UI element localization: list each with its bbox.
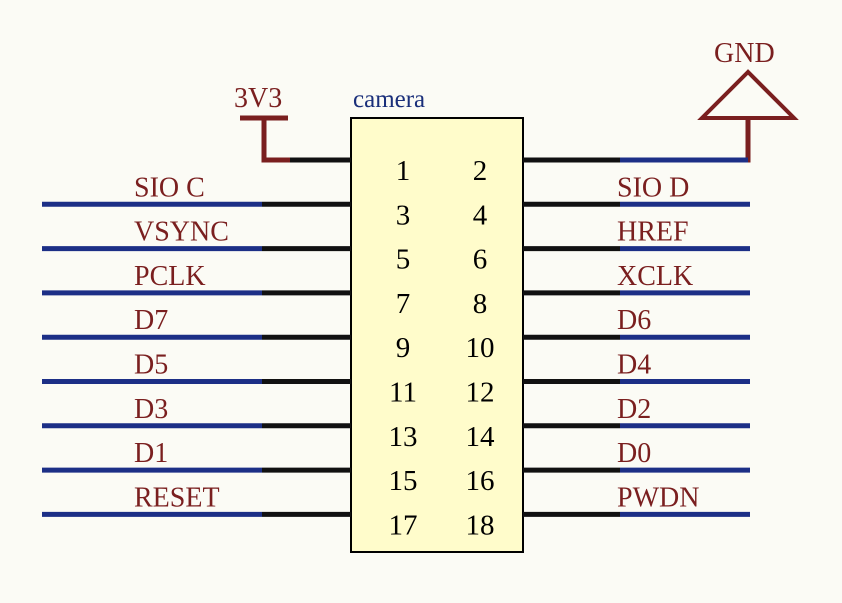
left-pin-number: 7 xyxy=(396,288,411,320)
ground-symbol: GND xyxy=(523,38,799,163)
right-pin-number: 14 xyxy=(466,421,496,453)
component-name: camera xyxy=(353,86,425,113)
left-net-label: SIO C xyxy=(134,172,205,203)
power-3v3-wire xyxy=(261,118,351,163)
right-pin-number: 6 xyxy=(473,244,488,276)
ground-label: GND xyxy=(714,38,775,69)
right-pin-number: 12 xyxy=(466,377,495,409)
left-net-label: D3 xyxy=(134,394,168,425)
left-pin-number: 11 xyxy=(389,377,417,409)
ground-wire xyxy=(523,118,751,163)
right-net-label: SIO D xyxy=(617,172,689,203)
left-net-label: D7 xyxy=(134,305,168,336)
left-pin-number: 13 xyxy=(389,421,418,453)
left-pin-number: 5 xyxy=(396,244,411,276)
left-pin-number: 9 xyxy=(396,332,411,364)
left-net-label: PCLK xyxy=(134,261,206,292)
right-pin-number: 10 xyxy=(466,332,495,364)
right-pin-number: 8 xyxy=(473,288,488,320)
right-pin-number: 16 xyxy=(466,465,495,497)
left-pin-number: 17 xyxy=(389,509,418,541)
right-net-label: D2 xyxy=(617,394,651,425)
left-net-label: D5 xyxy=(134,350,168,381)
left-net-label: VSYNC xyxy=(134,217,229,248)
right-pin-number: 2 xyxy=(473,155,488,187)
right-net-label: D6 xyxy=(617,305,651,336)
right-net-label: D4 xyxy=(617,350,651,381)
right-net-label: XCLK xyxy=(617,261,693,292)
left-pin-number: 3 xyxy=(396,199,411,231)
left-pin-number: 15 xyxy=(389,465,418,497)
power-3v3-label: 3V3 xyxy=(234,83,282,114)
triangle-ground-icon xyxy=(697,69,799,120)
right-pin-number: 18 xyxy=(466,509,495,541)
right-net-label: PWDN xyxy=(617,482,699,513)
left-pin-number: 1 xyxy=(396,155,411,187)
left-net-label: RESET xyxy=(134,482,220,513)
component-body xyxy=(350,117,524,553)
right-net-label: HREF xyxy=(617,217,689,248)
right-net-label: D0 xyxy=(617,438,651,469)
power-3v3-symbol: 3V3 xyxy=(234,83,351,163)
left-net-label: D1 xyxy=(134,438,168,469)
right-pin-number: 4 xyxy=(473,199,488,231)
